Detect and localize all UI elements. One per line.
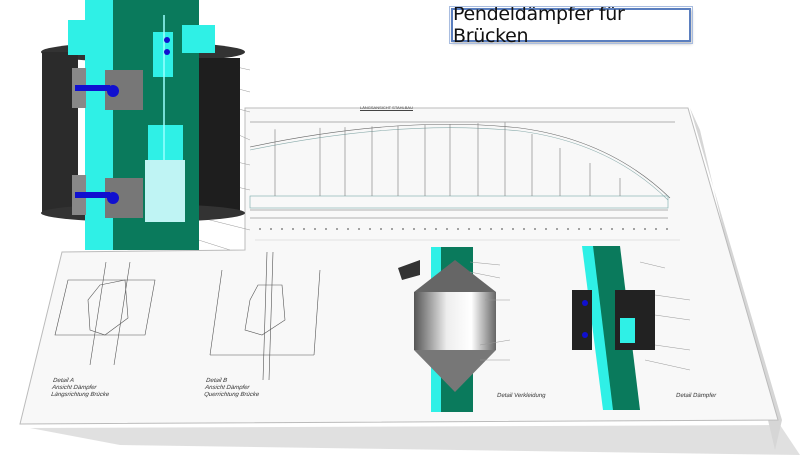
axis-marker: [633, 228, 635, 230]
sheet-shadow: [30, 425, 800, 455]
detail-a-line2: Ansicht Dämpfer: [51, 385, 97, 391]
axis-markers: [259, 228, 668, 230]
axis-marker: [402, 228, 404, 230]
axis-marker: [567, 228, 569, 230]
damper-detail-small: [572, 246, 655, 410]
axis-marker: [534, 228, 536, 230]
axis-marker: [303, 228, 305, 230]
axis-marker: [413, 228, 415, 230]
axis-marker: [512, 228, 514, 230]
detail-b-line1: Detail B: [205, 378, 228, 384]
axis-marker: [644, 228, 646, 230]
leader-line: [469, 261, 501, 266]
axis-marker: [369, 228, 371, 230]
leader-line: [469, 271, 501, 279]
leader-line: [654, 344, 691, 351]
axis-marker: [281, 228, 283, 230]
detail-a-drawing: [54, 261, 156, 366]
axis-marker: [347, 228, 349, 230]
detail-b-line2: Ansicht Dämpfer: [204, 385, 250, 391]
axis-marker: [358, 228, 360, 230]
detail-b-line3: Querrichtung Brücke: [203, 392, 260, 398]
leader-line: [479, 339, 511, 346]
axis-marker: [270, 228, 272, 230]
axis-marker: [490, 228, 492, 230]
axis-marker: [446, 228, 448, 230]
axis-marker: [325, 228, 327, 230]
detail-b-caption: Detail B Ansicht Dämpfer Querrichtung Br…: [204, 378, 262, 399]
cladding-caption: Detail Verkleidung: [496, 393, 546, 399]
axis-marker: [655, 228, 657, 230]
elevation-title: LÄNGSANSICHT STAHLBAU: [360, 105, 413, 110]
leader-line: [644, 359, 691, 371]
axis-marker: [457, 228, 459, 230]
leader-line: [654, 314, 691, 321]
detail-a-line3: Längsrichtung Brücke: [50, 392, 110, 398]
leader-line: [654, 294, 691, 301]
leader-line: [639, 261, 666, 269]
axis-marker: [611, 228, 613, 230]
axis-marker: [501, 228, 503, 230]
cladding-detail: [398, 247, 496, 412]
detail-a-line1: Detail A: [52, 378, 75, 384]
damper-caption: Detail Dämpfer: [675, 393, 717, 399]
axis-marker: [380, 228, 382, 230]
axis-marker: [259, 228, 261, 230]
damper-3d-view: [41, 0, 245, 250]
bridge-hangers: [274, 122, 621, 196]
axis-marker: [336, 228, 338, 230]
axis-marker: [545, 228, 547, 230]
slide-title: Pendeldämpfer für Brücken: [449, 3, 693, 47]
detail-a-caption: Detail A Ansicht Dämpfer Längsrichtung B…: [51, 378, 112, 399]
bridge-elevation: [249, 121, 680, 241]
axis-marker: [523, 228, 525, 230]
axis-marker: [589, 228, 591, 230]
axis-marker: [292, 228, 294, 230]
axis-marker: [622, 228, 624, 230]
axis-marker: [578, 228, 580, 230]
axis-marker: [391, 228, 393, 230]
axis-marker: [600, 228, 602, 230]
detail-b-drawing: [209, 251, 321, 381]
axis-marker: [479, 228, 481, 230]
axis-marker: [556, 228, 558, 230]
axis-marker: [424, 228, 426, 230]
axis-marker: [666, 228, 668, 230]
axis-marker: [435, 228, 437, 230]
axis-marker: [314, 228, 316, 230]
axis-marker: [468, 228, 470, 230]
